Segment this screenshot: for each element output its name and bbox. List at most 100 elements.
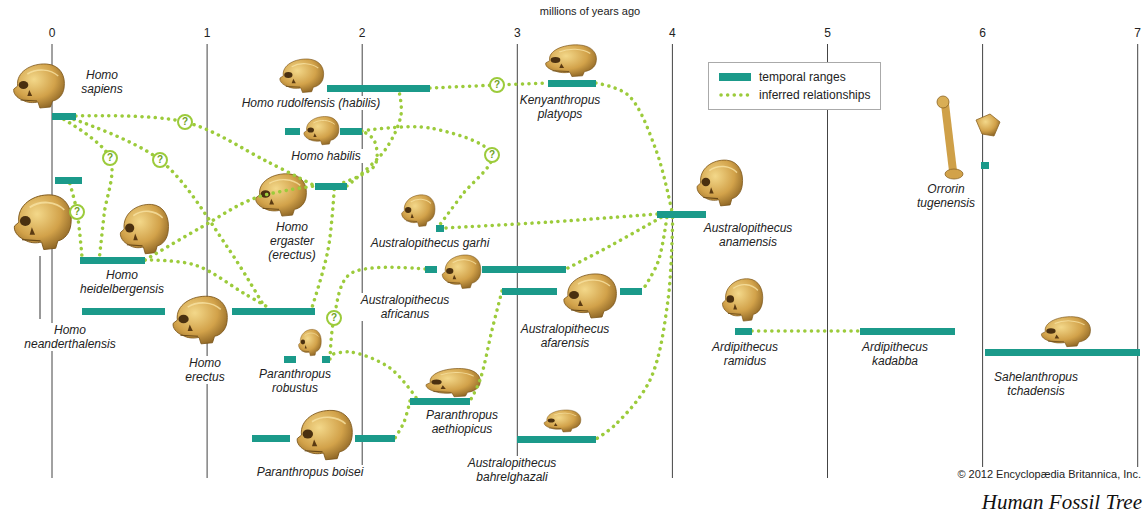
skull-illustration	[544, 410, 581, 432]
relationship-line	[328, 352, 416, 398]
legend-text: inferred relationships	[759, 88, 870, 102]
skull-illustration	[14, 64, 65, 108]
range-bar: Australopithecus africanus	[425, 266, 566, 273]
range-bar: Australopithecus anamensis	[657, 211, 706, 218]
axis-number: 6	[978, 26, 987, 40]
range-bar: Orrorin tugenensis	[981, 162, 989, 169]
species-name: Homo sapiens	[79, 68, 124, 96]
skull-illustration	[697, 160, 743, 206]
axis-number: 3	[513, 26, 522, 40]
grid-line	[672, 44, 673, 478]
range-bar: Ardipithecus kadabba	[860, 328, 955, 335]
species-name: Australopithecus garhi	[369, 236, 492, 250]
axis-title: millions of years ago	[539, 4, 641, 18]
leader-line	[40, 256, 41, 319]
species-name: Orrorin tugenensis	[915, 182, 977, 210]
species-name: Australopithecus africanus	[359, 293, 452, 321]
axis-number: 2	[358, 26, 367, 40]
question-mark: ?	[152, 152, 168, 168]
skull-illustration	[299, 329, 322, 355]
axis-number: 7	[1133, 26, 1142, 40]
range-bar: Ardipithecus ramidus	[735, 328, 752, 335]
axis-number: 4	[668, 26, 677, 40]
axis-number: 1	[203, 26, 212, 40]
skull-illustration	[1041, 317, 1090, 347]
range-bar: Australopithecus garhi	[436, 225, 444, 232]
range-bar: Paranthropus boisei	[252, 435, 395, 442]
relationship-line	[752, 329, 860, 333]
legend-row: inferred relationships	[719, 86, 870, 104]
species-name: Homo ergaster (erectus)	[266, 220, 317, 262]
femur-head	[937, 96, 949, 108]
skull-illustration	[256, 174, 307, 216]
range-bar: Homo sapiens	[52, 113, 76, 120]
relationship-line	[566, 218, 661, 270]
legend-line-sample	[719, 91, 751, 99]
species-name: Homo heidelbergensis	[78, 268, 166, 296]
axis-number: 0	[48, 26, 57, 40]
femur-shaft	[945, 104, 953, 171]
range-bar: Homo heidelbergensis	[80, 257, 145, 264]
relationship-line	[76, 116, 315, 186]
question-mark: ?	[102, 150, 118, 166]
relationship-line	[362, 127, 492, 225]
range-bar: Kenyanthropus platyops	[548, 80, 596, 87]
femur-end	[945, 169, 963, 179]
skull-illustration	[120, 204, 168, 253]
species-name: Australopithecus anamensis	[702, 221, 795, 249]
legend-line-sample	[721, 93, 750, 97]
question-mark: ?	[177, 114, 193, 130]
species-name: Paranthropus boisei	[255, 465, 366, 479]
question-mark: ?	[69, 204, 85, 220]
legend-text: temporal ranges	[759, 70, 846, 84]
species-name: Kenyanthropus platyops	[518, 93, 603, 121]
relationship-line	[470, 291, 502, 401]
range-bar: Australopithecus bahrelghazali	[517, 436, 596, 443]
legend-swatch	[719, 73, 751, 81]
relationship-line	[70, 184, 82, 257]
skull-illustration	[546, 45, 597, 77]
grid-line	[982, 44, 983, 478]
skull-illustration	[426, 369, 480, 397]
grid-line	[1137, 44, 1138, 478]
range-bar: Homo habilis	[285, 128, 362, 135]
relationship-line	[395, 401, 410, 438]
species-name: Homo rudolfensis (habilis)	[240, 96, 383, 110]
relationship-line	[642, 218, 667, 292]
question-mark: ?	[489, 77, 505, 93]
species-name: Australopithecus bahrelghazali	[466, 456, 559, 484]
grid-line	[52, 44, 53, 478]
range-bar: Australopithecus afarensis	[502, 288, 642, 295]
range-bar: Homo erectus	[82, 308, 315, 315]
range-bar: Homo neanderthalensis	[55, 177, 82, 184]
figure-caption: Human Fossil Tree	[982, 490, 1142, 514]
species-name: Ardipithecus ramidus	[710, 340, 780, 368]
skull-illustration	[402, 195, 435, 227]
bone-fragment	[976, 114, 1000, 136]
species-name: Paranthropus robustus	[257, 367, 333, 395]
skull-illustration	[564, 274, 617, 318]
relationship-line	[596, 83, 672, 211]
relationship-line	[64, 120, 112, 257]
range-bar: Sahelanthropus tchadensis	[985, 349, 1140, 356]
range-bar: Homo ergaster (erectus)	[315, 183, 347, 190]
grid-line	[207, 44, 208, 478]
species-name: Ardipithecus kadabba	[860, 340, 930, 368]
range-bar: Homo rudolfensis (habilis)	[327, 85, 430, 92]
question-mark: ?	[484, 147, 500, 163]
species-name: Homo neanderthalensis	[22, 323, 117, 351]
species-name: Sahelanthropus tchadensis	[992, 370, 1080, 398]
copyright-note: © 2012 Encyclopædia Britannica, Inc.	[956, 467, 1142, 481]
relationship-line	[444, 214, 657, 228]
species-name: Homo habilis	[289, 149, 362, 163]
skull-illustration	[173, 296, 227, 344]
range-bar: Paranthropus robustus	[284, 356, 330, 363]
skull-illustration	[280, 59, 324, 92]
question-mark: ?	[326, 310, 342, 326]
species-name: Paranthropus aethiopicus	[424, 408, 500, 436]
skull-illustration	[722, 279, 762, 321]
relationship-line	[74, 120, 265, 308]
legend-box: temporal ranges inferred relationships	[708, 62, 881, 110]
range-bar: Paranthropus aethiopicus	[410, 398, 470, 405]
skull-illustration	[14, 195, 71, 250]
